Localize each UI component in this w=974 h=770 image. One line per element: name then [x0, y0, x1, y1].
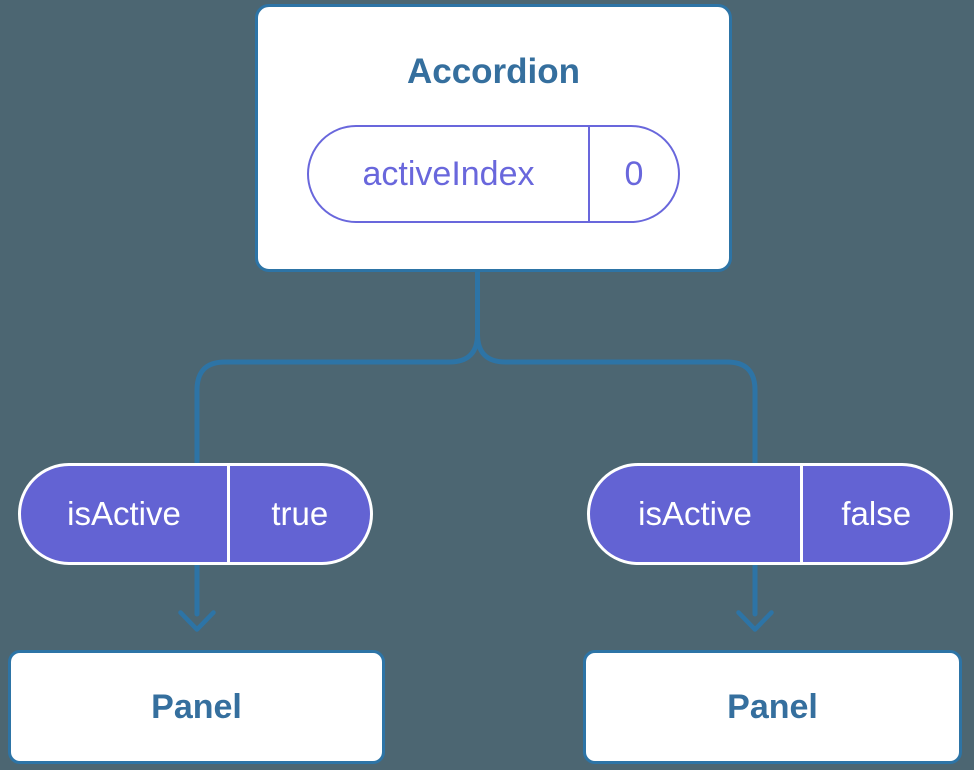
- connector-right-branch: [475, 269, 758, 617]
- accordion-node: Accordion activeIndex 0: [255, 4, 732, 272]
- node-title: Panel: [151, 688, 242, 726]
- node-title: Accordion: [406, 52, 581, 91]
- state-pill: activeIndex 0: [307, 125, 680, 223]
- node-title: Panel: [727, 688, 818, 726]
- arrow-down-icon: [736, 610, 774, 632]
- panel-node-right: Panel: [583, 650, 962, 764]
- prop-name: isActive: [638, 495, 752, 532]
- arrow-down-icon: [178, 610, 216, 632]
- pill-divider: [227, 466, 230, 562]
- prop-name: isActive: [67, 495, 181, 532]
- connector-left-branch: [194, 269, 480, 617]
- panel-node-left: Panel: [8, 650, 385, 764]
- prop-pill-left: isActive true: [18, 463, 373, 565]
- prop-value: false: [841, 495, 912, 532]
- pill-divider: [588, 127, 590, 221]
- prop-value: true: [271, 495, 329, 532]
- state-name: activeIndex: [362, 154, 535, 193]
- pill-divider: [800, 466, 803, 562]
- prop-pill-right: isActive false: [587, 463, 953, 565]
- state-value: 0: [624, 154, 644, 193]
